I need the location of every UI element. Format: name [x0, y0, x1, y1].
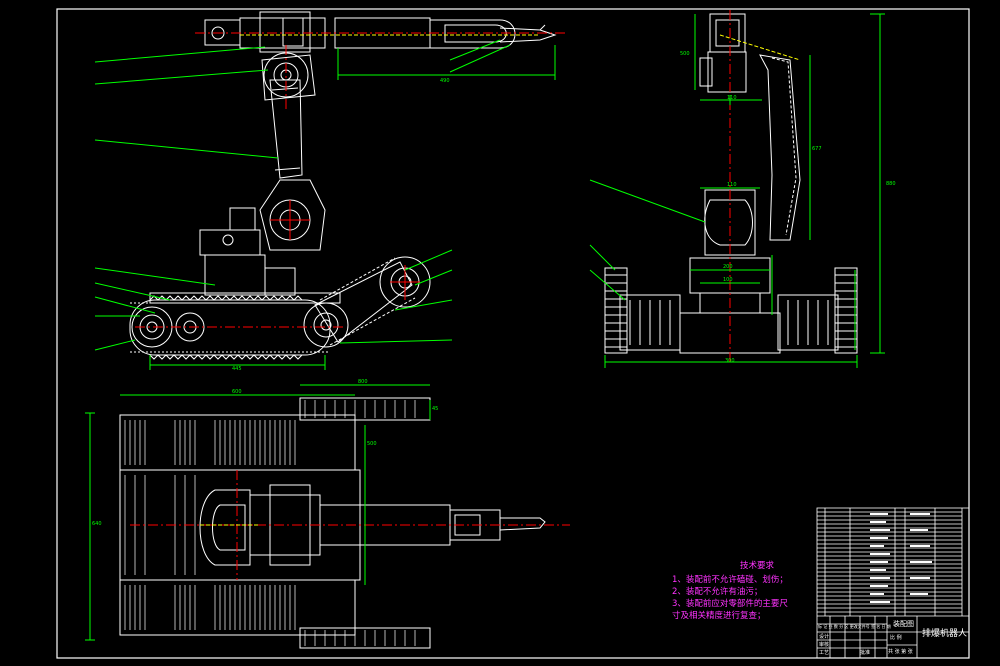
- requirement-item-1: 1、装配前不允许磕碰、划伤；: [672, 575, 788, 585]
- requirement-item-4: 寸及相关精度进行复查；: [672, 611, 766, 621]
- title-block-design: 设计: [819, 634, 830, 640]
- requirement-item-3: 3、装配前应对零部件的主要尺: [672, 599, 788, 609]
- title-block-label-row: 标 记 处 数 分 区 更改文件号 签 名 日 期: [818, 624, 891, 629]
- dim-front-mid: 677: [812, 146, 822, 152]
- title-block-assembly-label: 装配图: [893, 620, 914, 628]
- title-block-approve: 批准: [860, 650, 871, 656]
- dim-front-top: 500: [680, 51, 690, 57]
- title-block-sheet: 共 张 第 张: [888, 649, 913, 655]
- dim-front-1: 110: [727, 95, 737, 101]
- dim-front-2: 110: [727, 182, 737, 188]
- dim-front-3: 200: [723, 264, 733, 270]
- dim-front-base: 300: [725, 358, 735, 364]
- title-block-scale: 比 例: [890, 635, 902, 641]
- parts-list-entries: [870, 513, 932, 603]
- dim-arm-top: 490: [440, 78, 450, 84]
- dim-track-length: 445: [232, 366, 242, 372]
- dim-front-4: 100: [723, 277, 733, 283]
- title-block-process: 工艺: [819, 650, 830, 656]
- title-block-drawing-name: 排爆机器人: [922, 629, 968, 639]
- title-block-check: 审核: [819, 642, 830, 648]
- side-view: [94, 11, 565, 370]
- dim-top-small: 45: [432, 406, 438, 412]
- title-block: [816, 507, 970, 659]
- dim-top-height: 640: [92, 521, 102, 527]
- technical-requirements-title: 技术要求: [739, 561, 774, 571]
- dim-top-side: 500: [367, 441, 377, 447]
- dim-top-width2: 800: [358, 379, 368, 385]
- top-view: [85, 384, 570, 649]
- dim-top-width1: 600: [232, 389, 242, 395]
- technical-requirements: 技术要求 1、装配前不允许磕碰、划伤； 2、装配不允许有油污； 3、装配前应对零…: [672, 560, 822, 622]
- front-view: [589, 10, 885, 368]
- dim-front-height: 880: [886, 181, 896, 187]
- requirement-item-2: 2、装配不允许有油污；: [672, 587, 763, 597]
